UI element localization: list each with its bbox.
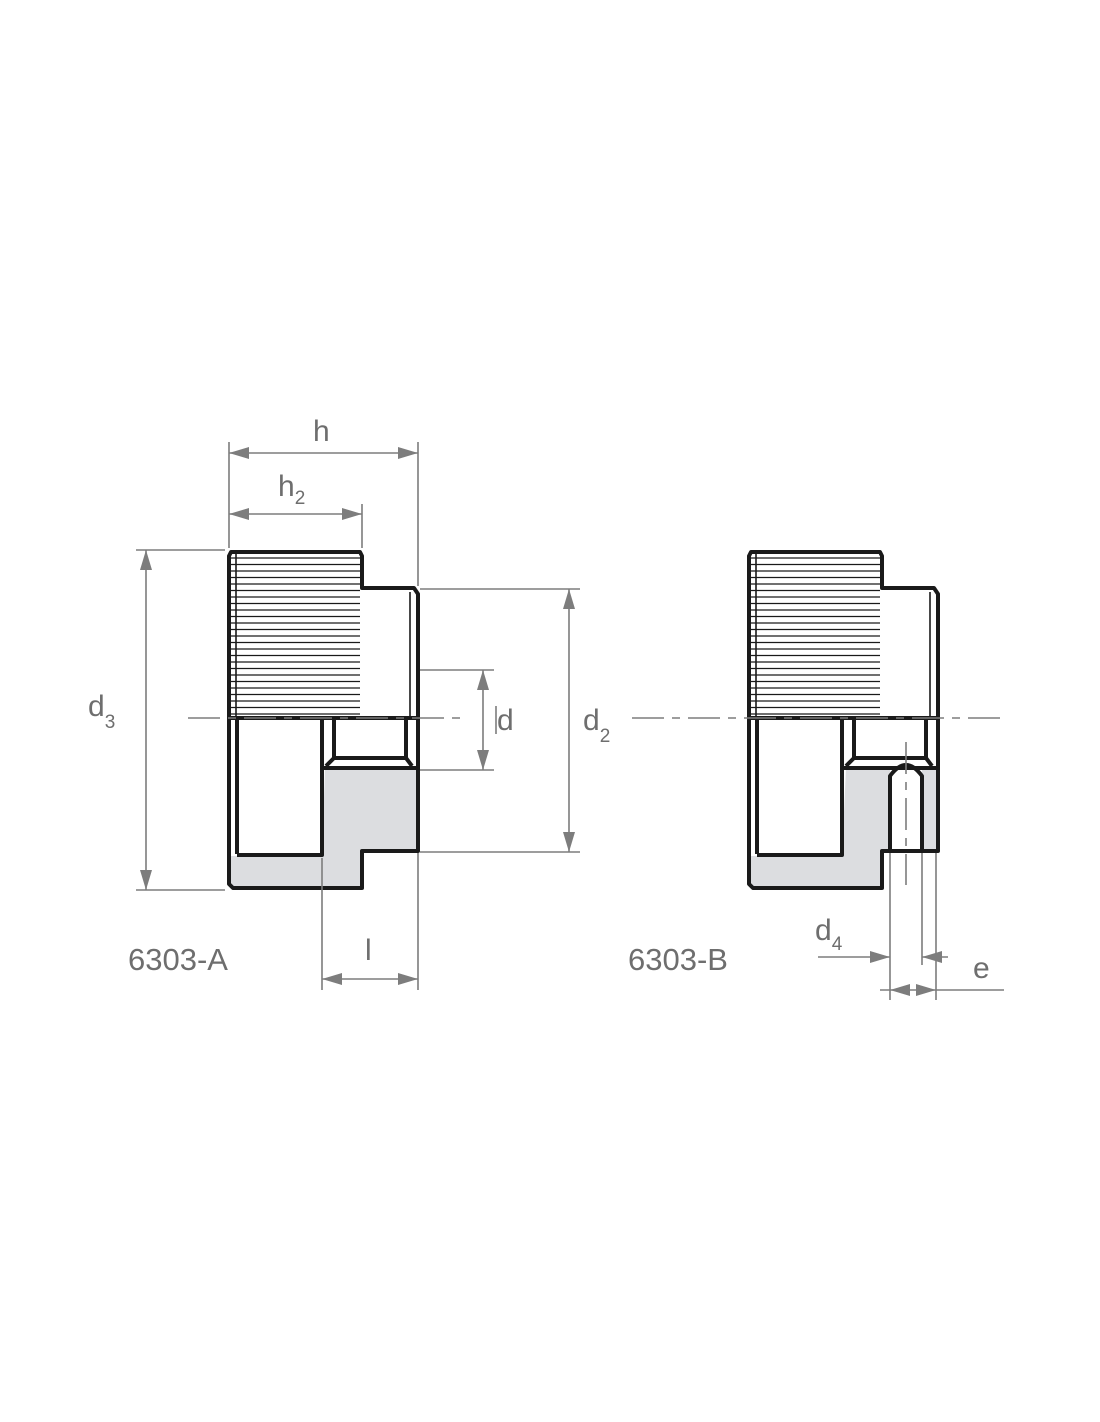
arrowhead	[398, 447, 418, 459]
bore-outline-b	[749, 716, 938, 857]
pin-section-fill-b	[922, 770, 936, 851]
nut-outline-b	[747, 550, 940, 890]
arrowhead	[477, 750, 489, 770]
label-d: d	[497, 704, 514, 737]
knurled-nut-6303-A	[227, 550, 420, 890]
arrowhead	[890, 984, 910, 996]
arrowhead	[342, 508, 362, 520]
arrowhead	[140, 870, 152, 890]
arrowhead	[563, 832, 575, 852]
knurl-lines-a	[231, 557, 360, 715]
arrowhead	[477, 670, 489, 690]
arrowhead	[922, 951, 942, 963]
arrowhead	[322, 973, 342, 985]
label-d4: d4	[815, 914, 843, 955]
label-l: l	[365, 934, 372, 967]
label-d3: d3	[88, 690, 115, 733]
arrowhead	[870, 951, 890, 963]
label-h2: h2	[278, 470, 305, 509]
label-e: e	[973, 952, 990, 985]
knurled-nut-6303-B	[747, 550, 940, 890]
arrowhead	[229, 447, 249, 459]
nut-outline-a	[227, 550, 420, 890]
arrowhead	[398, 973, 418, 985]
knurl-lines-b	[751, 557, 880, 715]
section-fill-b	[750, 768, 890, 888]
arrowhead	[229, 508, 249, 520]
label-d2: d2	[583, 704, 610, 747]
dimension-arrowheads	[140, 447, 942, 996]
variant-label-b: 6303-B	[628, 942, 728, 977]
label-h: h	[313, 415, 330, 448]
arrowhead	[916, 984, 936, 996]
arrowhead	[140, 550, 152, 570]
arrowhead	[563, 589, 575, 609]
variant-label-a: 6303-A	[128, 942, 228, 977]
dimension-lines-a	[136, 442, 580, 990]
